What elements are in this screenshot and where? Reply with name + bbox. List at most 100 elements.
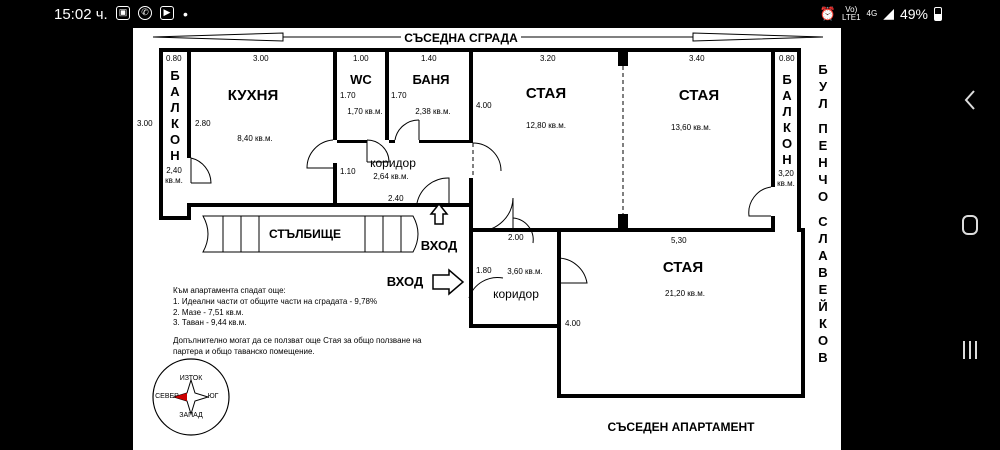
balcony-right-label: Б А Л К О Н xyxy=(782,72,792,167)
street-letter: Л xyxy=(818,231,827,246)
street-letter: Й xyxy=(818,299,827,314)
svg-text:1.80: 1.80 xyxy=(476,266,492,275)
street-letter: Б xyxy=(818,62,827,77)
compass-rose: ИЗТОК ЗАПАД СЕВЕР ЮГ xyxy=(152,358,230,436)
room2-label: СТАЯ xyxy=(679,87,719,104)
balcony-left-label: Б А Л К О Н xyxy=(170,68,180,163)
svg-text:3.40: 3.40 xyxy=(689,54,705,63)
compass-south: ЮГ xyxy=(208,393,219,400)
corridor1-label: коридор xyxy=(370,156,416,170)
compass-west: ЗАПАД xyxy=(179,412,203,419)
svg-text:Н: Н xyxy=(170,148,179,163)
street-letter: С xyxy=(818,214,828,229)
wc-label: WC xyxy=(350,72,372,87)
svg-text:1.10: 1.10 xyxy=(340,167,356,176)
svg-text:О: О xyxy=(170,132,180,147)
notes-line-3: 3. Таван - 9,44 кв.м. xyxy=(173,318,247,327)
back-button[interactable] xyxy=(940,70,1000,130)
notes-extra-2: партера и общо таванско помещение. xyxy=(173,347,315,356)
svg-text:3.20: 3.20 xyxy=(540,54,556,63)
corridor1-area: 2,64 кв.м. xyxy=(373,172,409,181)
alarm-icon: ⏰ xyxy=(819,5,836,21)
room3-label: СТАЯ xyxy=(663,259,703,276)
svg-text:1.00: 1.00 xyxy=(353,54,369,63)
home-icon xyxy=(962,215,978,235)
status-bar: 15:02 ч. ▣ ✆ ▶ • ⏰ Vo)LTE1 4G ◢ 49% xyxy=(0,0,1000,30)
entrance-label-1: ВХОД xyxy=(421,238,458,253)
clock: 15:02 ч. xyxy=(54,6,108,23)
svg-text:0.80: 0.80 xyxy=(779,54,795,63)
data-indicator: 4G xyxy=(866,8,878,18)
street-letter: Н xyxy=(818,155,827,170)
navigation-bar xyxy=(940,30,1000,450)
street-letter: К xyxy=(819,316,827,331)
svg-text:0.80: 0.80 xyxy=(166,54,182,63)
room1-label: СТАЯ xyxy=(526,85,566,102)
neighbor-building-label: СЪСЕДНА СГРАДА xyxy=(404,31,518,45)
svg-text:4.00: 4.00 xyxy=(565,319,581,328)
notes-heading: Към апартамента спадат още: xyxy=(173,286,286,295)
stairs-label: СТЪЛБИЩЕ xyxy=(269,227,341,241)
street-letter: Л xyxy=(818,96,827,111)
floor-plan-drawing: СЪСЕДНА СГРАДА xyxy=(137,30,828,436)
street-letter: Ч xyxy=(818,172,827,187)
street-letter: П xyxy=(818,121,827,136)
balcony-right-unit: кв.м. xyxy=(777,179,795,188)
street-letter: Е xyxy=(819,138,828,153)
viber-icon: ✆ xyxy=(138,6,152,20)
svg-text:4.00: 4.00 xyxy=(476,101,492,110)
svg-text:2.80: 2.80 xyxy=(195,119,211,128)
svg-text:К: К xyxy=(783,120,791,135)
room2-area: 13,60 кв.м. xyxy=(671,123,711,132)
battery-percent: 49% xyxy=(899,5,928,22)
street-letter: У xyxy=(819,79,828,94)
floor-plan-image[interactable]: СЪСЕДНА СГРАДА xyxy=(133,28,841,450)
corridor2-area: 3,60 кв.м. xyxy=(507,267,543,276)
svg-text:О: О xyxy=(782,136,792,151)
svg-text:1.70: 1.70 xyxy=(340,91,356,100)
notes: Към апартамента спадат още: 1. Идеални ч… xyxy=(173,286,422,356)
corridor2-label: коридор xyxy=(493,287,539,301)
notes-line-2: 2. Мазе - 7,51 кв.м. xyxy=(173,308,244,317)
kitchen-area: 8,40 кв.м. xyxy=(237,134,273,143)
volte-indicator: Vo)LTE1 xyxy=(841,4,861,22)
street-letter: В xyxy=(818,265,827,280)
compass-north: СЕВЕР xyxy=(155,393,179,400)
neighbor-apartment-label: СЪСЕДЕН АПАРТАМЕНТ xyxy=(607,420,755,434)
svg-text:Б: Б xyxy=(170,68,179,83)
street-letter: О xyxy=(818,189,828,204)
svg-text:5,30: 5,30 xyxy=(671,236,687,245)
signal-icon: ◢ xyxy=(883,5,894,21)
neighbor-building-marker: СЪСЕДНА СГРАДА xyxy=(152,30,824,45)
recent-apps-button[interactable] xyxy=(940,320,1000,380)
svg-text:2.00: 2.00 xyxy=(508,233,524,242)
balcony-right-area: 3,20 xyxy=(778,169,794,178)
recent-apps-icon xyxy=(963,341,977,359)
svg-text:Л: Л xyxy=(782,104,791,119)
svg-text:1.40: 1.40 xyxy=(421,54,437,63)
entrance-label-2: ВХОД xyxy=(387,274,424,289)
battery-icon xyxy=(934,6,942,21)
gallery-icon: ▣ xyxy=(116,6,130,20)
bath-label: БАНЯ xyxy=(413,72,450,87)
status-right: ⏰ Vo)LTE1 4G ◢ 49% xyxy=(820,5,942,22)
doors xyxy=(190,119,772,299)
entrance-arrow-right-icon xyxy=(432,268,465,296)
home-button[interactable] xyxy=(940,195,1000,255)
notes-line-1: 1. Идеални части от общите части на сгра… xyxy=(173,297,377,306)
dimensions: 0.80 3.00 1.00 1.40 3.20 3.40 0.80 3.00 … xyxy=(137,54,795,328)
youtube-icon: ▶ xyxy=(160,6,174,20)
svg-text:Н: Н xyxy=(782,152,791,167)
balcony-left-unit: кв.м. xyxy=(165,176,183,185)
svg-text:А: А xyxy=(782,88,792,103)
svg-text:3.00: 3.00 xyxy=(253,54,269,63)
more-notifications-icon: • xyxy=(183,6,188,22)
street-letter: В xyxy=(818,350,827,365)
svg-text:К: К xyxy=(171,116,179,131)
svg-text:Б: Б xyxy=(782,72,791,87)
room3-area: 21,20 кв.м. xyxy=(665,289,705,298)
street-letter: Е xyxy=(819,282,828,297)
back-chevron-icon xyxy=(964,90,975,110)
walls xyxy=(159,48,805,398)
